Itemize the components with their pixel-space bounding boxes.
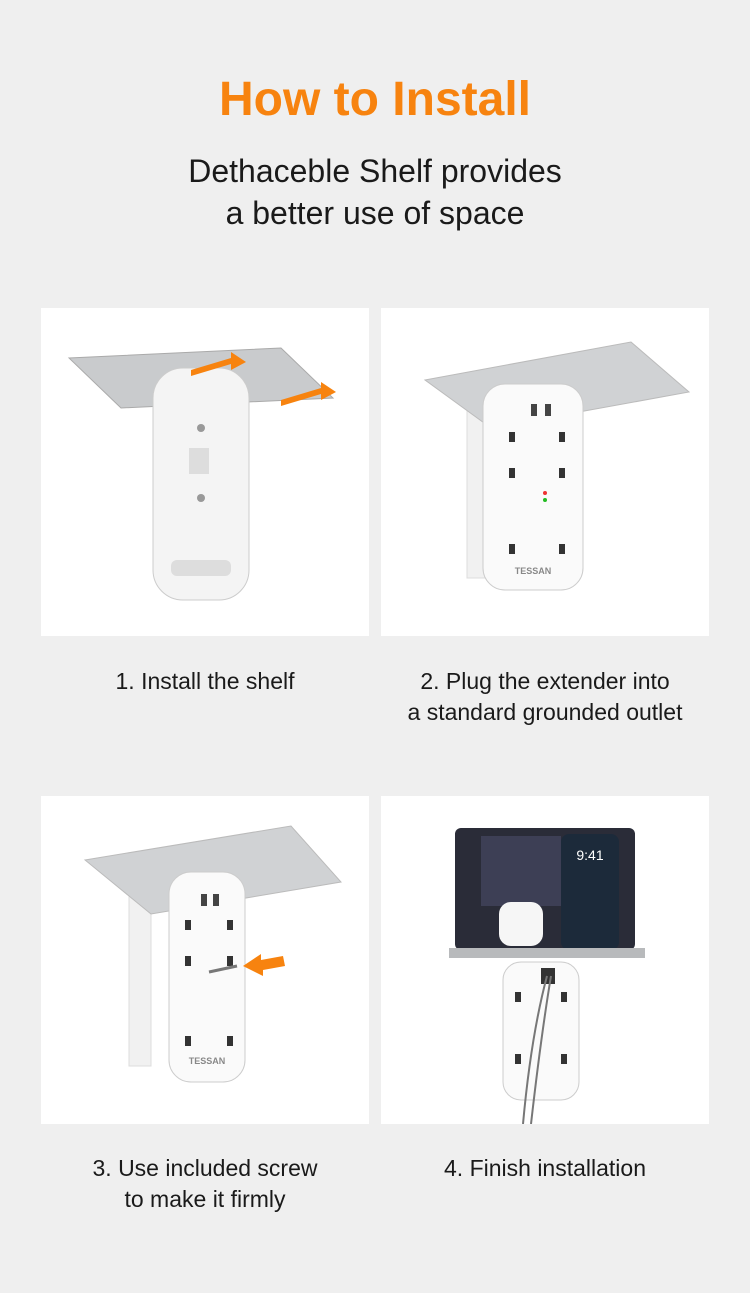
step-4-caption: 4. Finish installation bbox=[365, 1153, 725, 1184]
brand-logo: TESSAN bbox=[515, 566, 552, 576]
page-subtitle: Dethaceble Shelf provides a better use o… bbox=[0, 150, 750, 234]
step-1-image bbox=[41, 308, 369, 636]
arrow-icon bbox=[191, 352, 246, 376]
step-4-image: 9:41 bbox=[381, 796, 709, 1124]
step-3-caption: 3. Use included screw to make it firmly bbox=[25, 1153, 385, 1215]
brand-logo: TESSAN bbox=[189, 1056, 226, 1066]
phone-time: 9:41 bbox=[576, 847, 603, 863]
step-1-caption: 1. Install the shelf bbox=[25, 666, 385, 697]
caption-line: a standard grounded outlet bbox=[407, 699, 683, 725]
caption-line: to make it firmly bbox=[124, 1186, 286, 1212]
subtitle-line-2: a better use of space bbox=[225, 195, 525, 231]
step-2-image: TESSAN bbox=[381, 308, 709, 636]
step-2-caption: 2. Plug the extender into a standard gro… bbox=[365, 666, 725, 728]
caption-line: 2. Plug the extender into bbox=[420, 668, 670, 694]
caption-line: 4. Finish installation bbox=[444, 1155, 646, 1181]
caption-line: 1. Install the shelf bbox=[115, 668, 295, 694]
step-3-image: TESSAN bbox=[41, 796, 369, 1124]
arrow-icon bbox=[243, 954, 285, 976]
page-title: How to Install bbox=[219, 73, 531, 126]
subtitle-line-1: Dethaceble Shelf provides bbox=[188, 153, 562, 189]
arrow-icon bbox=[281, 382, 336, 406]
caption-line: 3. Use included screw bbox=[92, 1155, 318, 1181]
